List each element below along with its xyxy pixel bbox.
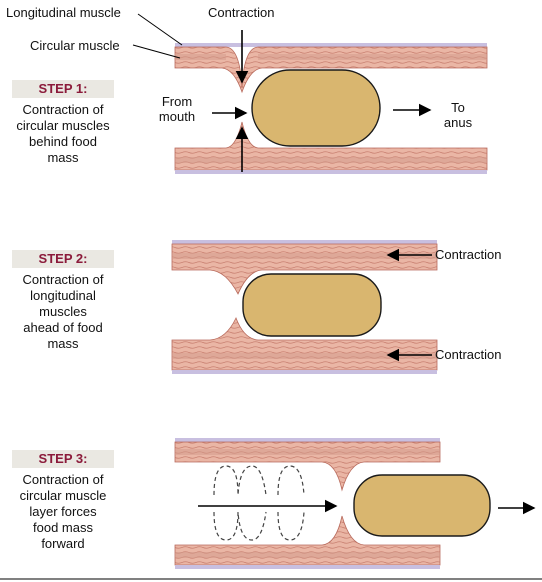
contraction-label-step2-top: Contraction: [435, 247, 502, 262]
step2-top-outer-layer: [172, 240, 437, 244]
to-anus-line2: anus: [443, 115, 473, 130]
step3-line-3: layer forces: [29, 504, 97, 519]
step1-bottom-outer-layer: [175, 170, 487, 174]
step2-line-5: mass: [47, 336, 79, 351]
from-mouth-label: From mouth: [152, 94, 202, 124]
to-anus-label: To anus: [438, 100, 478, 130]
to-anus-line1: To: [451, 100, 465, 115]
step1-description: Contraction of circular muscles behind f…: [0, 102, 126, 166]
step2-line-1: Contraction of: [22, 272, 104, 287]
step1-line-4: mass: [47, 150, 79, 165]
from-mouth-line2: mouth: [158, 109, 196, 124]
step3-top-outer-layer: [175, 438, 440, 442]
longitudinal-muscle-label: Longitudinal muscle: [6, 5, 121, 20]
contraction-label-step2-bottom: Contraction: [435, 347, 502, 362]
step2-title: STEP 2:: [12, 250, 114, 268]
step3-line-2: circular muscle: [19, 488, 107, 503]
step1-top-outer-layer: [175, 43, 487, 47]
step1-line-3: behind food: [29, 134, 97, 149]
from-mouth-line1: From: [161, 94, 193, 109]
step2-bottom-outer-layer: [172, 370, 437, 374]
step3-title: STEP 3:: [12, 450, 114, 468]
step3-lower-wave: [213, 511, 305, 541]
step2-illustration: [171, 240, 438, 374]
step2-food-mass: [242, 273, 382, 337]
step3-bottom-outer-layer: [175, 565, 440, 569]
circular-muscle-label: Circular muscle: [30, 38, 120, 53]
step3-food-mass: [353, 474, 491, 537]
step2-line-2: longitudinal: [30, 288, 96, 303]
step3-illustration: [174, 438, 536, 569]
step2-line-3: muscles: [39, 304, 87, 319]
step3-line-4: food mass: [33, 520, 93, 535]
step1-title: STEP 1:: [12, 80, 114, 98]
step2-description: Contraction of longitudinal muscles ahea…: [0, 272, 126, 352]
step1-line-1: Contraction of: [22, 102, 104, 117]
step3-description: Contraction of circular muscle layer for…: [0, 472, 126, 552]
step3-line-5: forward: [41, 536, 85, 551]
step1-food-mass: [251, 69, 381, 147]
step3-line-1: Contraction of: [22, 472, 104, 487]
step2-line-4: ahead of food: [23, 320, 103, 335]
step3-upper-wave: [213, 465, 305, 496]
step1-illustration: [132, 13, 488, 174]
contraction-label-step1: Contraction: [208, 5, 275, 20]
step1-line-2: circular muscles: [16, 118, 110, 133]
